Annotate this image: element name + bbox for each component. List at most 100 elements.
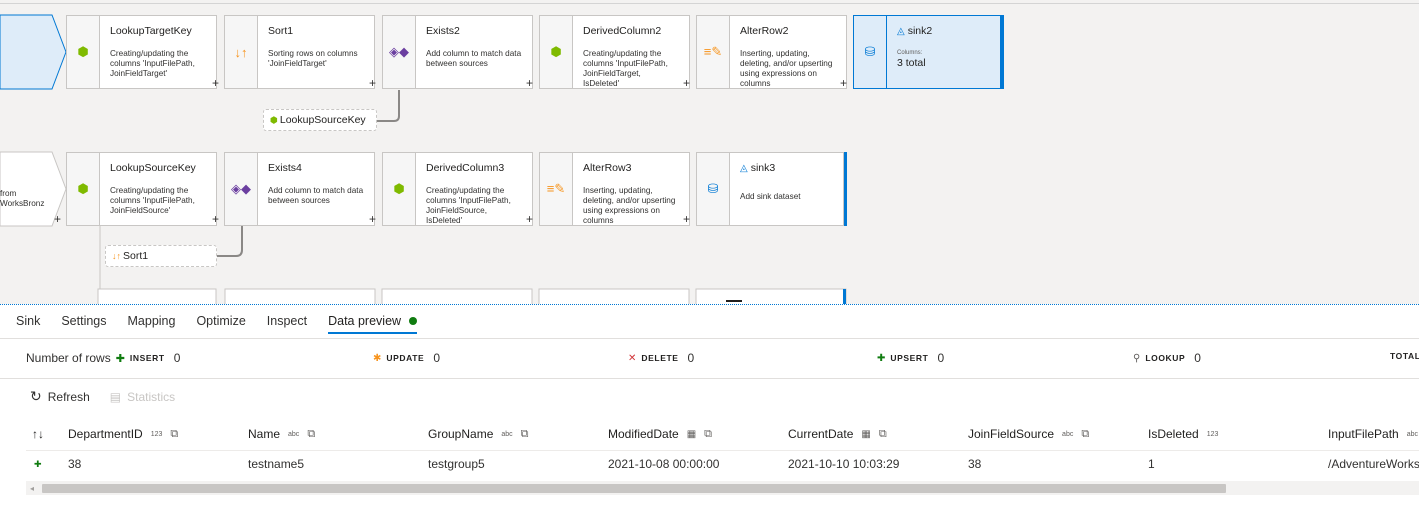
- delete-icon: ✕: [628, 352, 637, 364]
- add-transform-button[interactable]: +: [369, 212, 377, 226]
- column-name: JoinFieldSource: [968, 427, 1055, 441]
- add-transform-button[interactable]: +: [369, 76, 377, 90]
- table-row[interactable]: ✚ 38 testname5 testgroup5 2021-10-08 00:…: [26, 451, 1419, 477]
- column-header[interactable]: DepartmentID 123 ⧉: [68, 421, 178, 447]
- node-sink2[interactable]: ◬sink2 Columns: 3 total: [886, 15, 1001, 89]
- exists-icon-tile[interactable]: ◈◆: [382, 15, 416, 89]
- column-header[interactable]: InputFilePath abc: [1328, 421, 1418, 447]
- copy-icon[interactable]: ⧉: [704, 427, 713, 440]
- column-header[interactable]: ModifiedDate ▦ ⧉: [608, 421, 712, 447]
- sort-icon[interactable]: ↑↓: [32, 427, 44, 441]
- sink-icon-tile[interactable]: ⛁: [696, 152, 730, 226]
- node-alterrow3[interactable]: AlterRow3 Inserting, updating, deleting,…: [572, 152, 690, 226]
- node-sort1[interactable]: Sort1 Sorting rows on columns 'JoinField…: [257, 15, 375, 89]
- selected-indicator: [1001, 15, 1004, 89]
- refresh-button[interactable]: ↻ Refresh: [30, 388, 90, 405]
- node-description: Creating/updating the columns 'InputFile…: [426, 186, 511, 225]
- lookup-icon: ⬢: [77, 44, 89, 59]
- tab-data-preview[interactable]: Data preview: [328, 314, 418, 334]
- lookup-label: LOOKUP: [1145, 353, 1186, 363]
- scrollbar-thumb[interactable]: [42, 484, 1226, 493]
- node-exists4[interactable]: Exists4 Add column to match data between…: [257, 152, 375, 226]
- column-header[interactable]: IsDeleted 123: [1148, 421, 1218, 447]
- copy-icon[interactable]: ⧉: [1081, 427, 1090, 440]
- statistics-button[interactable]: ▤ Statistics: [110, 390, 175, 404]
- sort-icon-tile[interactable]: ↓↑: [224, 15, 258, 89]
- refresh-label: Refresh: [47, 389, 90, 404]
- copy-icon[interactable]: ⧉: [520, 427, 529, 440]
- column-header[interactable]: Name abc ⧉: [248, 421, 315, 447]
- row-stats: Number of rows ✚ INSERT 0 ✱ UPDATE 0 ✕ D…: [26, 351, 1419, 367]
- preview-toolbar: ↻ Refresh ▤ Statistics: [30, 388, 175, 405]
- column-header[interactable]: CurrentDate ▦ ⧉: [788, 421, 887, 447]
- add-transform-button[interactable]: +: [212, 212, 220, 226]
- node-alterrow2[interactable]: AlterRow2 Inserting, updating, deleting,…: [729, 15, 847, 89]
- dataflow-canvas[interactable]: ⬢ LookupTargetKey Creating/updating the …: [0, 0, 1419, 304]
- stats-label: Number of rows: [26, 351, 111, 365]
- update-count: 0: [433, 351, 440, 365]
- add-transform-button[interactable]: +: [54, 212, 62, 226]
- alter-row-icon-tile[interactable]: ≡✎: [539, 152, 573, 226]
- canvas-border: [0, 3, 1419, 4]
- derived-column-icon-tile[interactable]: ⬢: [382, 152, 416, 226]
- add-transform-button[interactable]: +: [840, 76, 848, 90]
- branch-sort1[interactable]: ↓↑ Sort1: [105, 245, 217, 267]
- tab-label: Data preview: [328, 314, 402, 328]
- type-icon: abc: [501, 430, 513, 438]
- type-icon: abc: [1406, 430, 1419, 438]
- node-derivedcolumn3[interactable]: DerivedColumn3 Creating/updating the col…: [415, 152, 533, 226]
- node-derivedcolumn2[interactable]: DerivedColumn2 Creating/updating the col…: [572, 15, 690, 89]
- column-header[interactable]: GroupName abc ⧉: [428, 421, 529, 447]
- column-header[interactable]: JoinFieldSource abc ⧉: [968, 421, 1089, 447]
- table-cell: /AdventureWorks: [1328, 457, 1419, 471]
- table-cell: testname5: [248, 457, 305, 471]
- table-cell: 38: [968, 457, 982, 471]
- upsert-count: 0: [937, 351, 945, 365]
- calendar-icon: ▦: [686, 428, 697, 440]
- node-sink3[interactable]: ◬sink3 Add sink dataset: [729, 152, 844, 226]
- tab-sink[interactable]: Sink: [16, 314, 41, 328]
- statistics-label: Statistics: [127, 389, 176, 404]
- node-title: Exists2: [426, 25, 460, 37]
- add-transform-button[interactable]: +: [212, 76, 220, 90]
- resize-handle[interactable]: [726, 300, 742, 302]
- tab-optimize[interactable]: Optimize: [196, 314, 246, 328]
- alter-row-icon-tile[interactable]: ≡✎: [696, 15, 730, 89]
- update-label: UPDATE: [386, 353, 425, 363]
- tab-inspect[interactable]: Inspect: [266, 314, 308, 328]
- copy-icon[interactable]: ⧉: [307, 427, 316, 440]
- column-name: InputFilePath: [1328, 427, 1399, 441]
- type-icon: 123: [150, 430, 163, 438]
- node-title: sink3: [750, 162, 776, 174]
- insert-label: INSERT: [129, 353, 165, 363]
- scroll-left-icon[interactable]: ◂: [30, 484, 35, 493]
- alter-row-icon: ≡✎: [546, 181, 566, 196]
- tab-settings[interactable]: Settings: [61, 314, 107, 328]
- lookup-icon: ⬢: [270, 114, 278, 125]
- branch-lookupsourcekey[interactable]: ⬢ LookupSourceKey: [263, 109, 377, 131]
- derived-column-icon: ⬢: [393, 181, 405, 196]
- lookup-count: 0: [1194, 351, 1201, 365]
- copy-icon[interactable]: ⧉: [878, 427, 887, 440]
- copy-icon[interactable]: ⧉: [170, 427, 179, 440]
- lookup-icon-tile[interactable]: ⬢: [66, 15, 100, 89]
- add-transform-button[interactable]: +: [683, 212, 691, 226]
- horizontal-scrollbar[interactable]: ◂: [26, 481, 1419, 495]
- node-lookupsourcekey[interactable]: LookupSourceKey Creating/updating the co…: [99, 152, 217, 226]
- derived-column-icon: ⬢: [550, 44, 562, 59]
- add-transform-button[interactable]: +: [683, 76, 691, 90]
- node-title: Sort1: [268, 25, 294, 37]
- add-transform-button[interactable]: +: [526, 212, 534, 226]
- node-lookuptargetkey[interactable]: LookupTargetKey Creating/updating the co…: [99, 15, 217, 89]
- add-transform-button[interactable]: +: [526, 76, 534, 90]
- exists-icon-tile[interactable]: ◈◆: [224, 152, 258, 226]
- sink-icon-tile[interactable]: ⛁: [853, 15, 887, 89]
- node-exists2[interactable]: Exists2 Add column to match data between…: [415, 15, 533, 89]
- tab-mapping[interactable]: Mapping: [127, 314, 176, 328]
- node-description: Creating/updating the columns 'InputFile…: [110, 49, 195, 78]
- type-icon: abc: [1062, 430, 1074, 438]
- derived-column-icon-tile[interactable]: ⬢: [539, 15, 573, 89]
- lookup-icon-tile[interactable]: ⬢: [66, 152, 100, 226]
- columns-label: Columns:: [897, 50, 923, 56]
- panel-splitter[interactable]: [0, 304, 1419, 305]
